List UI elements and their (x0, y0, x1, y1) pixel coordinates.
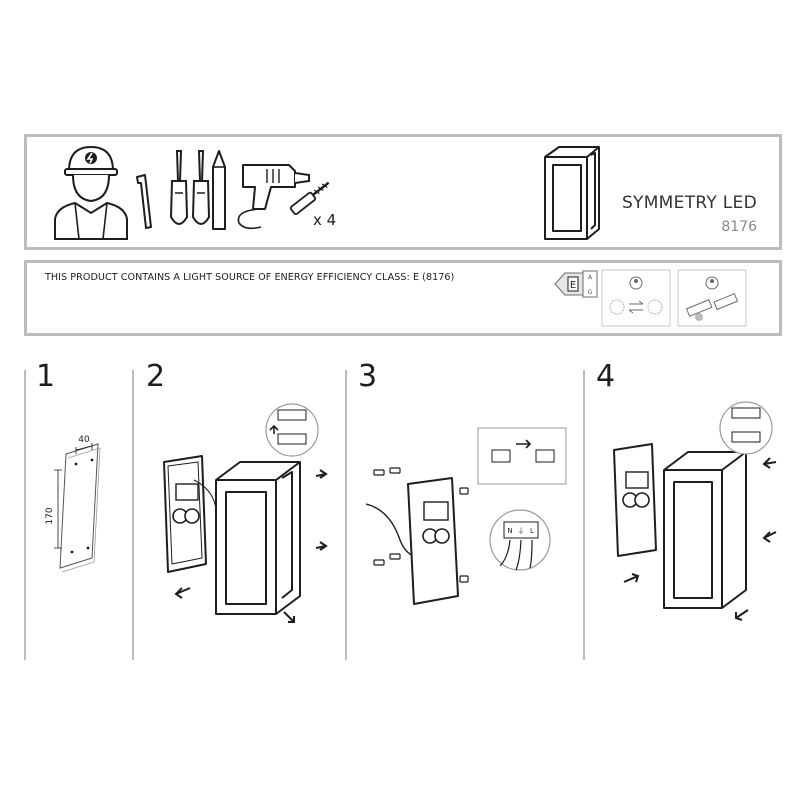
step-number-2: 2 (146, 359, 166, 394)
step-number-1: 1 (36, 359, 56, 394)
terminal-n-label: N (507, 527, 512, 535)
product-name: SYMMETRY LED (621, 193, 757, 213)
step-divider-2 (132, 370, 134, 660)
lamp-product-icon (544, 146, 600, 240)
hex-key-icon (136, 174, 152, 229)
step2-mount-illustration (163, 403, 328, 623)
step1-drill-template: 40 170 (45, 435, 101, 573)
step-divider-3 (345, 370, 347, 660)
product-code: 8176 (721, 219, 757, 235)
energy-class-letter: E (570, 280, 576, 291)
electrician-icon (54, 145, 128, 240)
energy-info-panel: THIS PRODUCT CONTAINS A LIGHT SOURCE OF … (24, 260, 782, 336)
light-source-replaceable-icon (601, 269, 671, 327)
energy-statement: THIS PRODUCT CONTAINS A LIGHT SOURCE OF … (45, 272, 455, 283)
step-number-4: 4 (596, 359, 616, 394)
step-divider-1 (24, 370, 26, 660)
energy-label-icon: E A G (554, 270, 598, 298)
step3-wiring-illustration: N ⏚ L (365, 427, 567, 605)
control-gear-replaceable-icon (677, 269, 747, 327)
template-height-label: 170 (45, 507, 55, 524)
drill-icon (237, 164, 310, 230)
energy-scale-bottom: G (588, 289, 593, 296)
dowel-count-label: x 4 (313, 211, 337, 229)
energy-scale-top: A (588, 274, 593, 281)
step-divider-4 (583, 370, 585, 660)
tools-header-panel: x 4 SYMMETRY LED 8176 (24, 134, 782, 250)
pencil-icon (212, 150, 226, 230)
template-width-label: 40 (78, 435, 90, 445)
dowel-screw-icon (289, 181, 330, 216)
screwdrivers-icon (169, 150, 211, 225)
step4-assembly-illustration (613, 401, 777, 621)
step-number-3: 3 (358, 359, 378, 394)
terminal-earth-label: ⏚ (518, 527, 525, 535)
terminal-l-label: L (530, 527, 534, 535)
